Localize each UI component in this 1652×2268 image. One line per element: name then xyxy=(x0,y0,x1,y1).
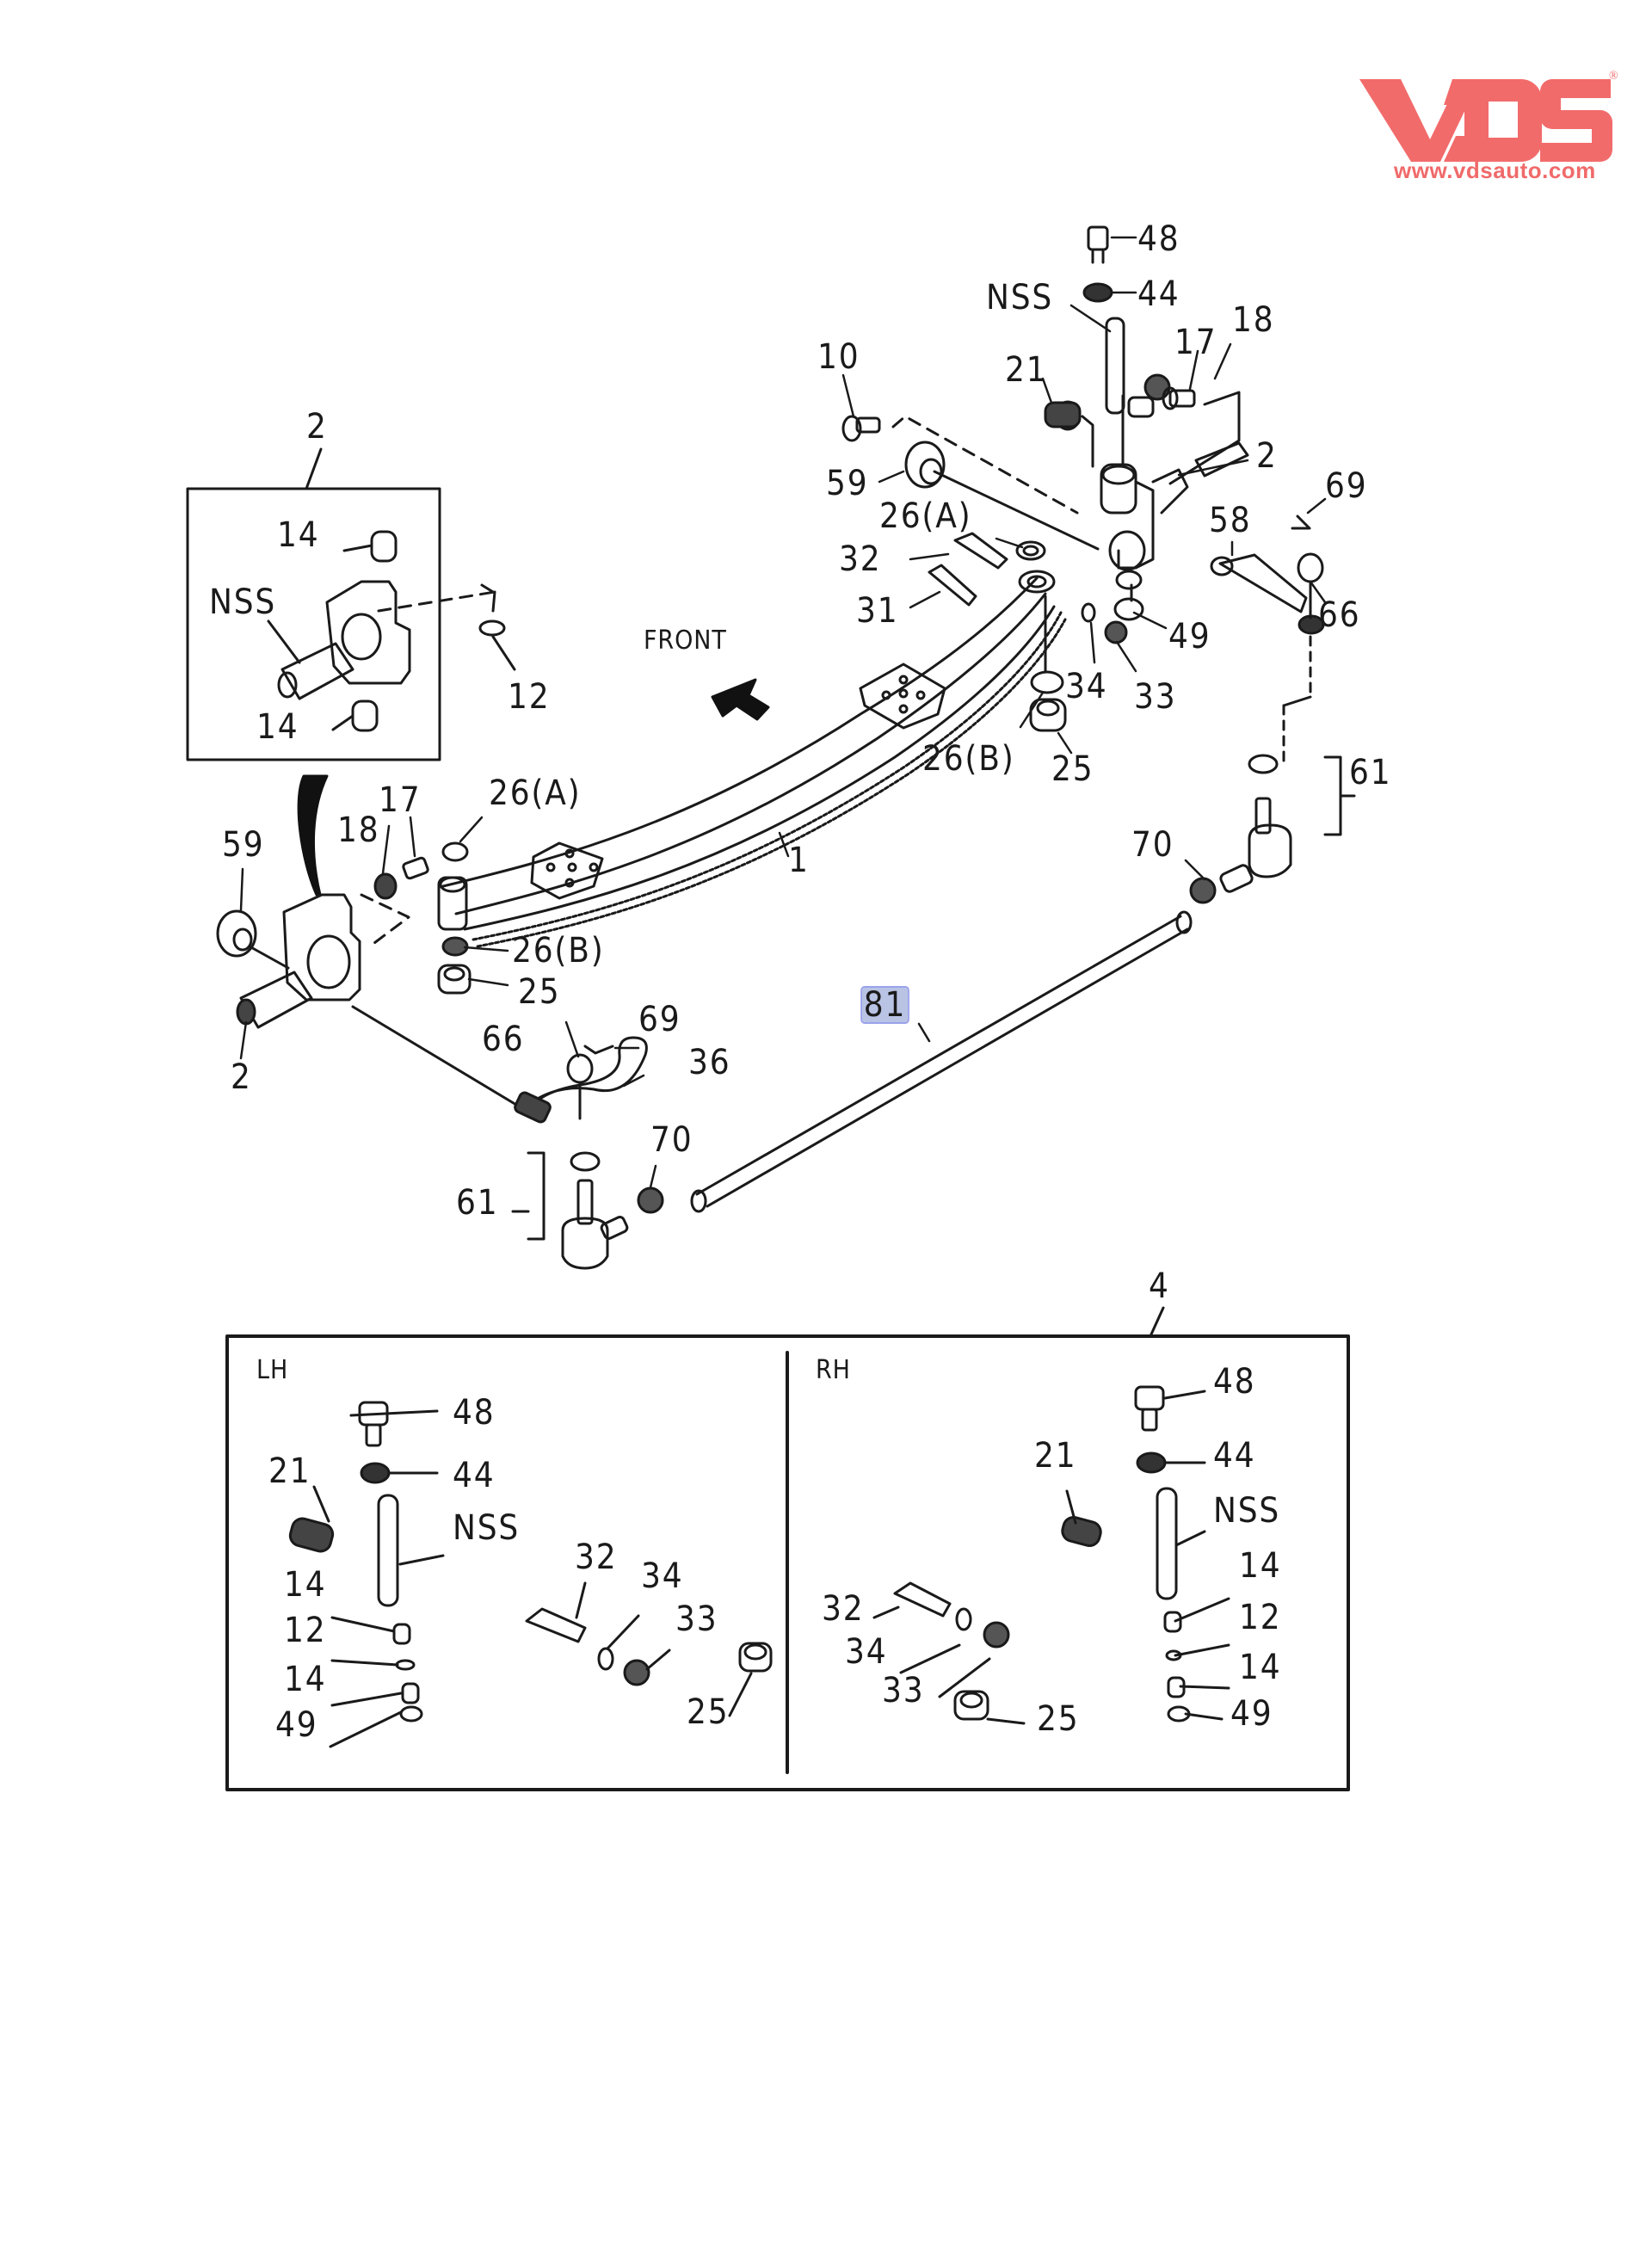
rh-callout-48[interactable]: 48 xyxy=(1213,1362,1256,1402)
lh-callout-21[interactable]: 21 xyxy=(268,1451,311,1491)
callout-59-lh[interactable]: 59 xyxy=(222,825,265,865)
callout-66-rh[interactable]: 66 xyxy=(1318,595,1361,635)
bracket-61-right xyxy=(1323,755,1342,836)
front-arrow-icon xyxy=(711,678,770,721)
axle-beam xyxy=(437,570,1067,948)
lh-callout-48[interactable]: 48 xyxy=(453,1393,496,1433)
callout-10[interactable]: 10 xyxy=(817,337,860,377)
callout-44[interactable]: 44 xyxy=(1137,274,1180,314)
lh-callout-34[interactable]: 34 xyxy=(641,1556,684,1596)
callout-nss-inset[interactable]: NSS xyxy=(209,582,277,622)
lh-callout-14b[interactable]: 14 xyxy=(284,1660,327,1699)
rh-callout-nss[interactable]: NSS xyxy=(1213,1491,1281,1531)
lh-callout-nss[interactable]: NSS xyxy=(453,1508,521,1548)
kit-box xyxy=(225,1306,1350,1791)
callout-34-main[interactable]: 34 xyxy=(1065,667,1108,706)
callout-14-inset-bottom[interactable]: 14 xyxy=(256,707,299,747)
callout-31[interactable]: 31 xyxy=(856,591,899,631)
callout-70-lh[interactable]: 70 xyxy=(650,1120,693,1160)
callout-17-lh[interactable]: 17 xyxy=(379,780,422,820)
registered-mark: ® xyxy=(1609,70,1618,83)
callout-26a-lh[interactable]: 26(A) xyxy=(489,773,582,813)
callout-69-rh[interactable]: 69 xyxy=(1325,466,1368,506)
rh-callout-44[interactable]: 44 xyxy=(1213,1436,1256,1476)
rh-knuckle-drawing xyxy=(841,225,1325,904)
callout-49-main[interactable]: 49 xyxy=(1168,617,1211,656)
rh-callout-14a[interactable]: 14 xyxy=(1239,1546,1282,1586)
callout-26b-rh[interactable]: 26(B) xyxy=(922,739,1015,779)
callout-12-inset[interactable]: 12 xyxy=(508,677,551,717)
callout-18-lh[interactable]: 18 xyxy=(337,810,380,850)
leader-lines xyxy=(239,236,1327,1189)
vds-logo: ® xyxy=(1359,70,1618,162)
lh-callout-32[interactable]: 32 xyxy=(575,1538,618,1577)
rh-callout-21[interactable]: 21 xyxy=(1034,1436,1077,1476)
callout-1-axle[interactable]: 1 xyxy=(788,841,810,880)
rh-section-label: RH xyxy=(816,1355,851,1385)
callout-81-tie-rod[interactable]: 81 xyxy=(860,985,909,1025)
lh-callout-44[interactable]: 44 xyxy=(453,1456,496,1495)
callout-21[interactable]: 21 xyxy=(1005,350,1048,390)
logo-letter-d xyxy=(1444,79,1542,162)
tie-rod xyxy=(690,910,1193,1213)
inset-pointer-arrow xyxy=(297,774,329,897)
callout-17[interactable]: 17 xyxy=(1174,323,1217,362)
rh-callout-14b[interactable]: 14 xyxy=(1239,1648,1282,1687)
callout-66-lh[interactable]: 66 xyxy=(482,1020,525,1059)
callout-nss[interactable]: NSS xyxy=(986,278,1054,317)
lh-callout-49[interactable]: 49 xyxy=(275,1705,318,1745)
lh-callout-12[interactable]: 12 xyxy=(284,1611,327,1650)
callout-36[interactable]: 36 xyxy=(688,1043,731,1082)
lh-callout-14a[interactable]: 14 xyxy=(284,1565,327,1605)
callout-26b-lh[interactable]: 26(B) xyxy=(512,931,605,971)
callout-2-inset[interactable]: 2 xyxy=(306,407,328,447)
website-url[interactable]: www.vdsauto.com xyxy=(1394,157,1596,183)
callout-4-kit[interactable]: 4 xyxy=(1149,1267,1170,1306)
callout-2-rh-knuckle[interactable]: 2 xyxy=(1256,436,1278,476)
callout-18[interactable]: 18 xyxy=(1232,300,1275,340)
callout-32-main[interactable]: 32 xyxy=(839,539,882,579)
rh-kit-parts xyxy=(872,1385,1230,1725)
callout-69-lh[interactable]: 69 xyxy=(638,1000,681,1039)
lh-section-label: LH xyxy=(256,1355,289,1385)
lh-callout-25[interactable]: 25 xyxy=(687,1692,730,1732)
callout-48[interactable]: 48 xyxy=(1137,219,1180,259)
rh-callout-25[interactable]: 25 xyxy=(1037,1699,1080,1739)
lh-knuckle-drawing xyxy=(216,841,664,1270)
lh-callout-33[interactable]: 33 xyxy=(675,1599,718,1639)
logo-letter-s xyxy=(1540,79,1612,162)
callout-2-lh-knuckle[interactable]: 2 xyxy=(231,1057,252,1097)
callout-14-inset-top[interactable]: 14 xyxy=(277,515,320,555)
rh-callout-12[interactable]: 12 xyxy=(1239,1598,1282,1637)
callout-61-lh[interactable]: 61 xyxy=(456,1183,499,1223)
rh-callout-33[interactable]: 33 xyxy=(882,1671,925,1710)
front-direction-label: FRONT xyxy=(644,626,727,656)
callout-25-rh[interactable]: 25 xyxy=(1051,749,1094,789)
rh-callout-49[interactable]: 49 xyxy=(1230,1694,1273,1734)
callout-58[interactable]: 58 xyxy=(1209,501,1252,540)
callout-70-rh[interactable]: 70 xyxy=(1131,825,1174,865)
callout-61-rh[interactable]: 61 xyxy=(1349,753,1392,792)
lh-kit-parts xyxy=(288,1401,773,1748)
callout-33-main[interactable]: 33 xyxy=(1134,677,1177,717)
knuckle-inset-box xyxy=(186,447,441,761)
rh-callout-32[interactable]: 32 xyxy=(822,1589,865,1629)
callout-59-rh[interactable]: 59 xyxy=(826,464,869,503)
callout-26a-rh[interactable]: 26(A) xyxy=(879,496,972,536)
rh-callout-34[interactable]: 34 xyxy=(845,1632,888,1672)
knuckle-inset-drawing xyxy=(267,530,516,732)
callout-25-lh[interactable]: 25 xyxy=(518,972,561,1012)
bracket-61-left xyxy=(527,1151,546,1241)
